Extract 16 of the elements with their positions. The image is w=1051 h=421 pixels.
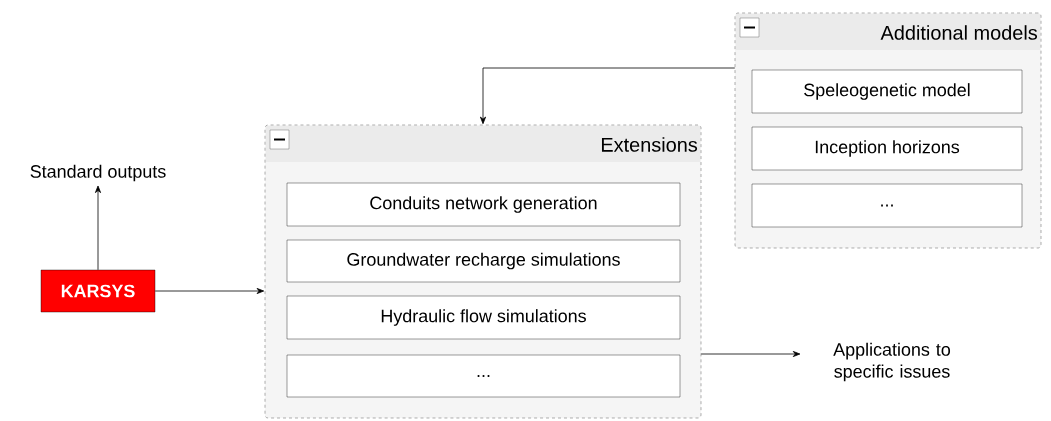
process-box: ... <box>286 354 681 398</box>
panel-heading: Extensions <box>602 137 698 152</box>
process-box: Speleogenetic model <box>751 69 1023 114</box>
process-box: Conduits network generation <box>286 182 681 227</box>
process-box: Inception horizons <box>751 126 1023 171</box>
arrow <box>154 288 265 294</box>
panel-heading: Additional models <box>880 25 1038 40</box>
arrow <box>95 185 101 271</box>
process-box: ... <box>751 183 1023 228</box>
process-box: Groundwater recharge simulations <box>286 239 681 283</box>
arrow <box>480 67 736 125</box>
highlight-box: KARSYS <box>40 269 156 313</box>
process-box: Hydraulic flow simulations <box>286 295 681 340</box>
arrow <box>700 351 801 357</box>
caption-text: Standard outputs <box>30 164 166 182</box>
caption-text: Applications to specific issues <box>833 342 951 382</box>
